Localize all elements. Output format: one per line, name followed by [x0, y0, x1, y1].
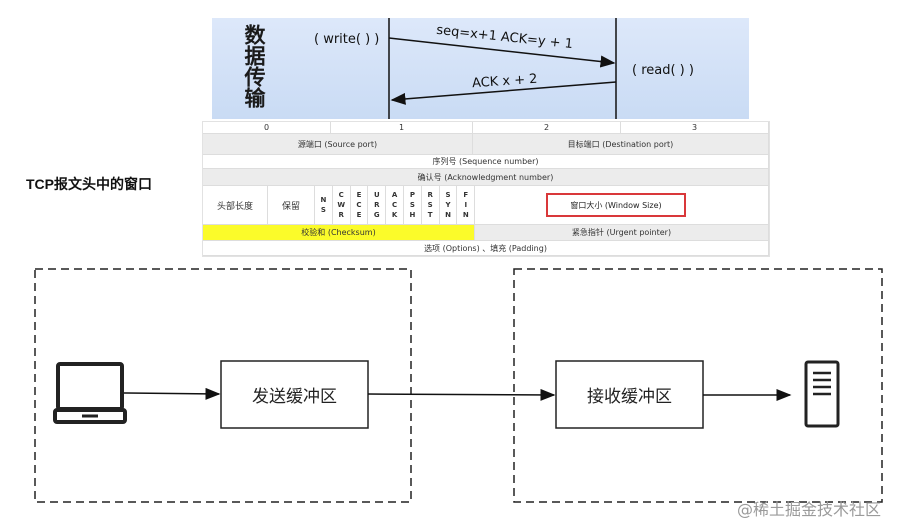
flag-letter: C [392, 201, 398, 209]
flag-letter: S [445, 191, 451, 199]
ack-number-cell: 确认号 (Acknowledgment number) [203, 169, 769, 186]
flag-letter: E [356, 191, 362, 199]
flag-letter: A [391, 191, 398, 199]
sequence-title: 数据传输 [242, 24, 266, 108]
flag-letter: R [374, 201, 380, 209]
ack-arrow [390, 81, 617, 105]
tcp-header-table: 0 1 2 3 源端口 (Source port) 目标端口 (Destinat… [202, 121, 770, 257]
client-to-send-arrow [123, 387, 221, 400]
flag-letter: N [320, 196, 327, 204]
flag-letter: F [463, 191, 469, 199]
flag-letter: H [409, 211, 416, 219]
flag-letter: S [320, 206, 326, 214]
server-icon [804, 360, 840, 428]
send-buffer-label: 发送缓冲区 [252, 387, 337, 407]
client-host-container [34, 268, 412, 503]
urgent-pointer-cell: 紧急指针 (Urgent pointer) [475, 225, 769, 241]
flag-letter: C [356, 201, 362, 209]
bit-1: 1 [331, 122, 473, 134]
bit-3: 3 [621, 122, 769, 134]
flag-letter: S [427, 201, 433, 209]
flag-letter: Y [445, 201, 451, 209]
header-length-cell: 头部长度 [203, 186, 268, 225]
source-port-cell: 源端口 (Source port) [203, 134, 473, 155]
read-call-label: ( read( ) ) [632, 63, 694, 78]
dest-port-cell: 目标端口 (Destination port) [473, 134, 769, 155]
flag-letter: C [338, 191, 344, 199]
watermark: @稀土掘金技术社区 [737, 500, 882, 519]
flag-letter: T [427, 211, 433, 219]
flag-letter: N [445, 211, 451, 219]
send-arrow [388, 37, 616, 68]
reserved-cell: 保留 [268, 186, 315, 225]
checksum-cell: 校验和 (Checksum) [203, 225, 475, 241]
sequence-lines [388, 18, 617, 119]
bit-0: 0 [203, 122, 331, 134]
bit-2: 2 [473, 122, 621, 134]
send-buffer-box [220, 360, 369, 429]
laptop-icon [53, 362, 127, 424]
server-host-container [513, 268, 883, 503]
flag-letter: R [427, 191, 433, 199]
flag-letter: R [338, 211, 344, 219]
sequence-number-cell: 序列号 (Sequence number) [203, 155, 769, 169]
write-call-label: ( write( ) ) [314, 32, 380, 47]
flag-letter: W [337, 201, 346, 209]
flag-letter: P [409, 191, 415, 199]
tcp-header-label: TCP报文头中的窗口 [26, 176, 152, 192]
flag-letter: K [391, 211, 398, 219]
send-to-receive-arrow [367, 388, 556, 401]
flag-letter: E [356, 211, 362, 219]
flag-letter: G [373, 211, 380, 219]
flag-letter: N [462, 211, 469, 219]
sequence-panel: 数据传输 ( write( ) ) seq=x+1 ACK=y + 1 ( re… [212, 18, 749, 119]
receive-buffer-label: 接收缓冲区 [587, 387, 672, 407]
flag-letter: U [373, 191, 380, 199]
flag-letter: S [409, 201, 415, 209]
flag-letter: I [464, 201, 468, 209]
window-size-field: 窗口大小 (Window Size) [546, 193, 686, 217]
options-cell: 选项 (Options) 、填充 (Padding) [203, 241, 769, 256]
